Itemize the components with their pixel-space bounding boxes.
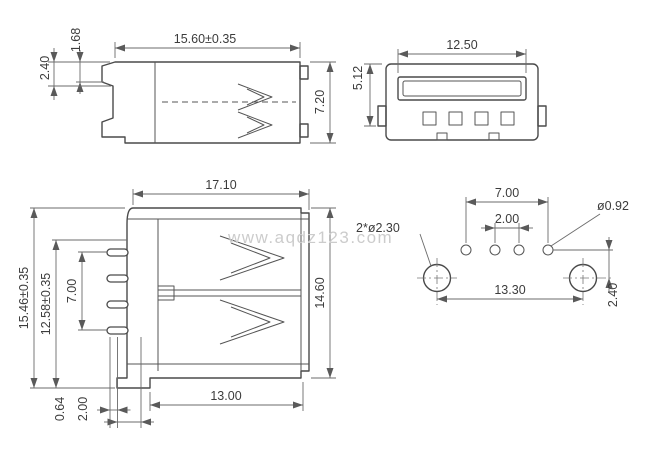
callout-mount-hole: 2*ø2.30 xyxy=(356,221,432,267)
dim-front-bottom-width: 13.00 xyxy=(149,382,304,411)
dim-label-front-pin-span: 7.00 xyxy=(65,279,79,303)
dim-top-depth: 5.12 xyxy=(351,63,382,127)
front-view-mid-band xyxy=(158,289,301,297)
dim-front-pin-width: 0.64 xyxy=(53,337,131,428)
dim-front-pin-span: 7.00 xyxy=(65,251,107,331)
dim-label-front-bottom-width: 13.00 xyxy=(210,389,241,403)
dim-label-front-pin-width: 0.64 xyxy=(53,397,67,421)
dim-label-footprint-pin-pitch: 2.00 xyxy=(495,212,519,226)
footprint-view: 7.00 2.00 13.30 2.40 2*ø2.30 ø0.92 xyxy=(356,186,629,307)
dim-label-mount-hole: 2*ø2.30 xyxy=(356,221,400,235)
top-view-contact-1 xyxy=(422,111,437,126)
dim-footprint-pin-pitch: 2.00 xyxy=(481,212,533,243)
dim-side-lip: 1.68 xyxy=(48,28,110,94)
dim-label-front-shell-height: 14.60 xyxy=(313,277,327,308)
top-view-contact-3 xyxy=(474,111,489,126)
side-view-contact-bottom xyxy=(237,111,273,139)
dim-side-width: 15.60±0.35 xyxy=(114,32,301,58)
dim-label-front-body-height: 12.58±0.35 xyxy=(39,273,53,336)
dim-label-side-height: 7.20 xyxy=(313,90,327,114)
dim-label-front-pin-pitch: 2.00 xyxy=(76,397,90,421)
footprint-centerlines-left xyxy=(417,258,457,305)
top-view-tab-right xyxy=(537,105,547,127)
front-view-outline xyxy=(116,207,310,389)
callout-pin-hole: ø0.92 xyxy=(550,199,629,247)
dim-label-front-overall-height: 15.46±0.35 xyxy=(17,267,31,330)
top-view: 12.50 5.12 xyxy=(351,38,547,141)
footprint-pin-hole-2 xyxy=(489,244,501,256)
dim-label-side-peg: 2.40 xyxy=(38,56,52,80)
footprint-centerlines-right xyxy=(563,258,613,305)
dim-footprint-pin-span: 7.00 xyxy=(465,186,549,243)
side-view-outline xyxy=(101,61,301,144)
top-view-slot-outer xyxy=(397,76,527,101)
front-view-pin-2 xyxy=(106,274,129,283)
top-view-tab-left xyxy=(377,105,387,127)
top-view-contact-2 xyxy=(448,111,463,126)
dim-side-height: 7.20 xyxy=(310,61,336,144)
front-view-contact-bottom xyxy=(219,299,285,345)
dim-label-footprint-mount-span: 13.30 xyxy=(494,283,525,297)
dim-front-width: 17.10 xyxy=(132,178,310,210)
top-view-contact-4 xyxy=(500,111,515,126)
top-view-slot-inner xyxy=(402,80,522,97)
dim-label-side-width: 15.60±0.35 xyxy=(174,32,237,46)
dim-front-overall-height: 15.46±0.35 xyxy=(17,207,125,389)
dim-front-body-height: 12.58±0.35 xyxy=(39,239,127,389)
dim-side-peg: 2.40 xyxy=(38,48,111,100)
side-view: 15.60±0.35 1.68 2.40 7.20 xyxy=(38,28,336,144)
side-view-mount-tab-bottom xyxy=(299,123,309,138)
dim-footprint-mount-span: 13.30 xyxy=(437,283,583,303)
watermark-text: www.aqdz123.com xyxy=(227,228,393,247)
top-view-shell xyxy=(385,63,539,141)
dim-label-footprint-pin-span: 7.00 xyxy=(495,186,519,200)
dim-label-top-slot-width: 12.50 xyxy=(446,38,477,52)
dim-front-shell-height: 14.60 xyxy=(311,207,336,379)
front-view-pin-1 xyxy=(106,248,129,257)
dim-label-footprint-row-offset: 2.40 xyxy=(606,283,620,307)
dim-top-slot-width: 12.50 xyxy=(397,38,527,73)
front-view-pin-4 xyxy=(106,326,129,335)
dim-label-pin-hole: ø0.92 xyxy=(597,199,629,213)
footprint-pin-hole-4 xyxy=(542,244,554,256)
front-view-latch-detail xyxy=(157,285,175,301)
top-view-foot-left xyxy=(436,132,448,141)
dim-front-pin-pitch: 2.00 xyxy=(76,337,154,428)
side-view-contact-top xyxy=(237,83,273,111)
footprint-pin-hole-3 xyxy=(513,244,525,256)
footprint-pin-hole-1 xyxy=(460,244,472,256)
dim-label-top-depth: 5.12 xyxy=(351,66,365,90)
front-view-contact-top xyxy=(219,235,285,281)
dim-label-side-lip: 1.68 xyxy=(69,28,83,52)
front-view: 17.10 15.46±0.35 12.58±0.35 7.00 14.60 1… xyxy=(17,178,336,428)
dim-footprint-row-offset: 2.40 xyxy=(553,237,620,307)
top-view-foot-right xyxy=(488,132,500,141)
front-view-pin-3 xyxy=(106,300,129,309)
dim-label-front-width: 17.10 xyxy=(205,178,236,192)
side-view-mount-tab-top xyxy=(299,65,309,80)
